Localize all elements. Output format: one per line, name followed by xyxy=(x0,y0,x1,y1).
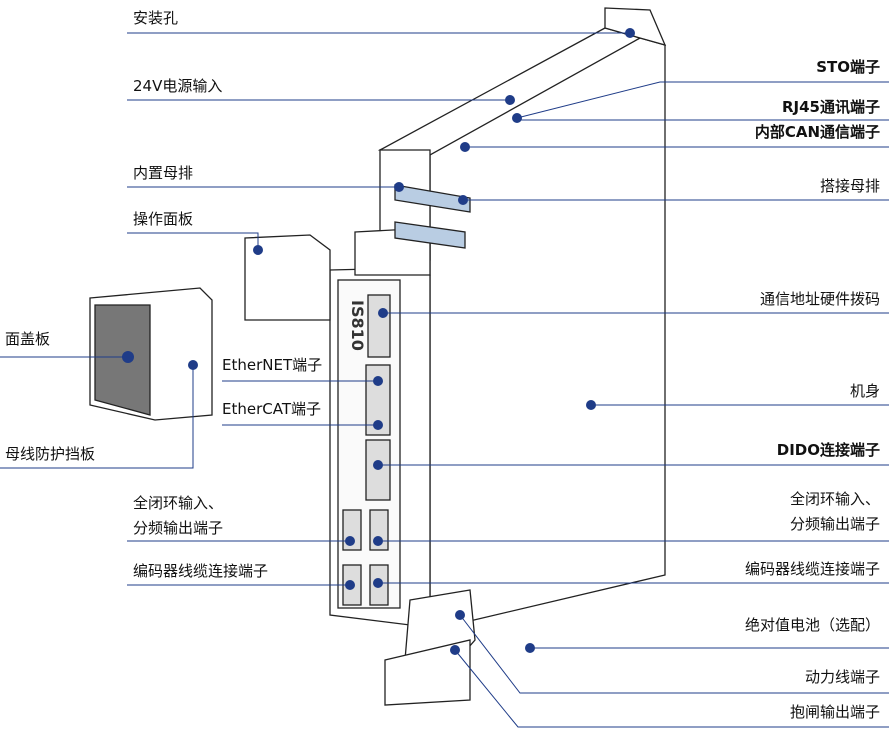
label-encoder-right: 编码器线缆连接端子 xyxy=(744,560,880,578)
label-ethercat: EtherCAT端子 xyxy=(222,400,321,418)
marker-dots xyxy=(122,28,635,655)
label-body: 机身 xyxy=(849,382,880,400)
model-text: IS810 xyxy=(348,300,367,351)
servo-drive xyxy=(89,7,667,706)
power-plugs xyxy=(384,639,471,706)
label-bus-guard: 母线防护挡板 xyxy=(5,445,96,463)
label-ethernet: EtherNET端子 xyxy=(222,356,323,374)
label-fullloop-left-2: 分频输出端子 xyxy=(133,519,224,537)
label-internal-busbar: 内置母排 xyxy=(133,164,194,182)
label-operation-panel: 操作面板 xyxy=(133,210,194,228)
label-bridge-busbar: 搭接母排 xyxy=(819,177,880,195)
label-sto: STO端子 xyxy=(816,58,880,76)
label-brake: 抱闸输出端子 xyxy=(789,703,880,721)
label-cover-plate: 面盖板 xyxy=(5,330,51,348)
label-encoder-left: 编码器线缆连接端子 xyxy=(133,562,269,580)
cover-face xyxy=(94,304,151,416)
label-fullloop-right-2: 分频输出端子 xyxy=(789,515,880,533)
label-mount-hole: 安装孔 xyxy=(133,9,179,27)
busbar-lower xyxy=(394,221,466,249)
label-rj45: RJ45通讯端子 xyxy=(781,98,880,116)
label-24v-power: 24V电源输入 xyxy=(133,77,223,95)
label-dip: 通信地址硬件拨码 xyxy=(759,290,880,308)
label-can: 内部CAN通信端子 xyxy=(754,123,880,141)
leader-lines xyxy=(0,32,889,728)
operation-panel xyxy=(244,234,331,321)
busbar-upper xyxy=(394,184,471,213)
mount-tab xyxy=(604,7,667,46)
label-fullloop-left-1: 全闭环输入、 xyxy=(133,494,224,512)
dip-switch xyxy=(367,294,391,358)
label-power-line: 动力线端子 xyxy=(804,668,880,686)
label-fullloop-right-1: 全闭环输入、 xyxy=(789,490,880,508)
label-battery: 绝对值电池（选配） xyxy=(744,616,880,634)
label-dido: DIDO连接端子 xyxy=(776,441,880,459)
